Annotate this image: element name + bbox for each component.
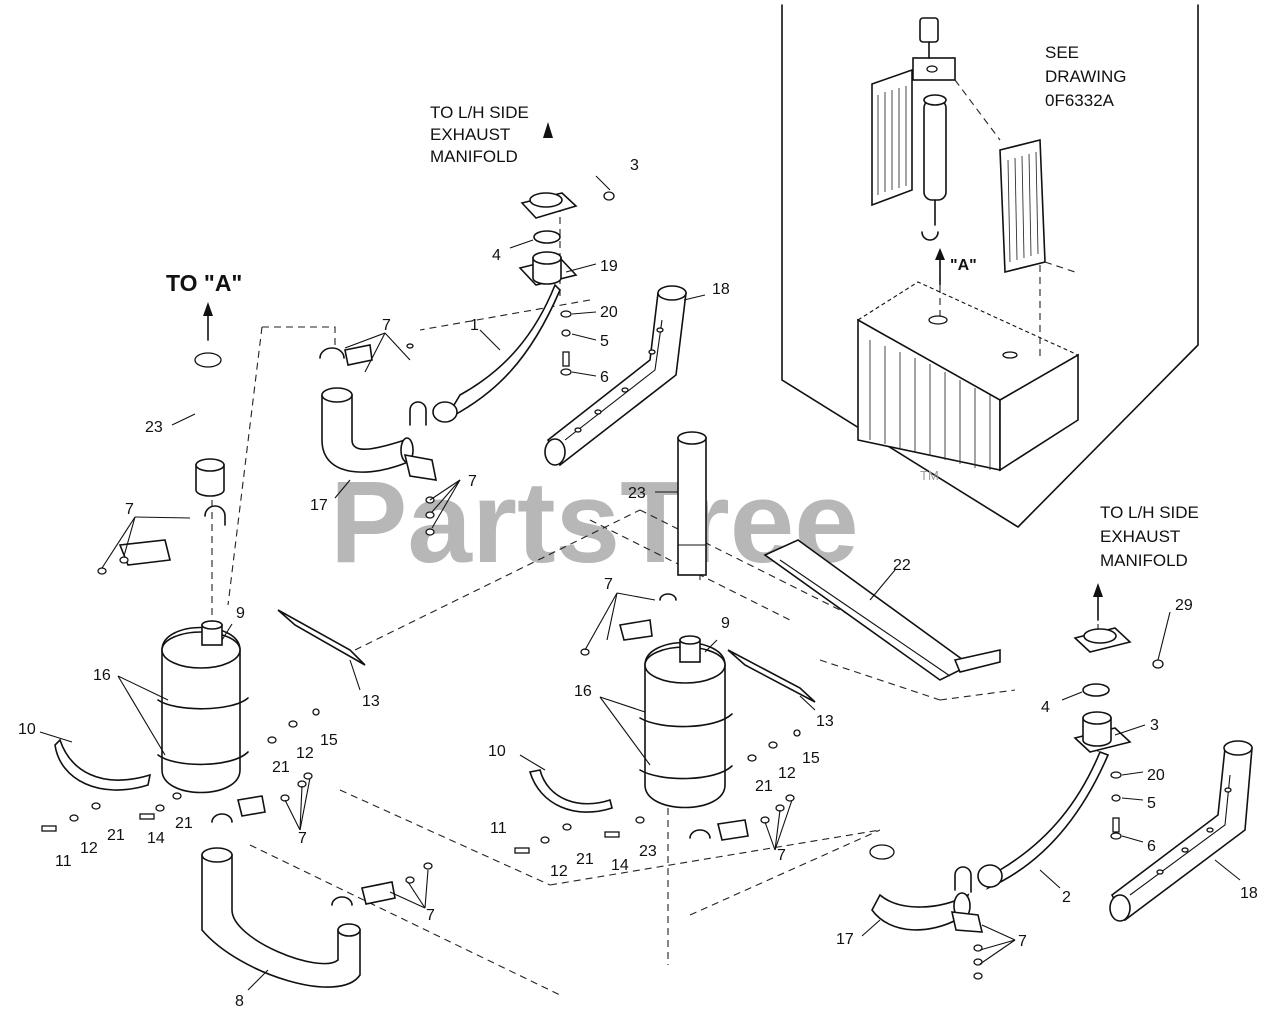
callout-16: 16 bbox=[574, 683, 592, 700]
to-lh-right-line3: MANIFOLD bbox=[1100, 551, 1188, 570]
callout-9: 9 bbox=[721, 615, 730, 632]
callout-7: 7 bbox=[468, 473, 477, 490]
callout-5: 5 bbox=[1147, 795, 1156, 812]
see-drawing-line1: SEE bbox=[1045, 43, 1079, 62]
callout-11: 11 bbox=[490, 820, 507, 837]
upper-elbow-assembly bbox=[432, 191, 615, 423]
callout-15: 15 bbox=[320, 732, 338, 749]
to-a-label: TO "A" bbox=[166, 270, 242, 296]
callout-10: 10 bbox=[18, 721, 36, 738]
see-drawing-line2: DRAWING bbox=[1045, 67, 1127, 86]
callout-7: 7 bbox=[426, 907, 435, 924]
callout-9: 9 bbox=[236, 605, 245, 622]
callout-7: 7 bbox=[298, 830, 307, 847]
callout-19: 19 bbox=[600, 258, 618, 275]
callout-3: 3 bbox=[1150, 717, 1159, 734]
callout-20: 20 bbox=[1147, 767, 1165, 784]
callout-21: 21 bbox=[107, 827, 125, 844]
callout-21: 21 bbox=[272, 759, 290, 776]
callout-21: 21 bbox=[175, 815, 193, 832]
callout-7: 7 bbox=[125, 501, 134, 518]
tail-pipe-lower bbox=[1109, 740, 1253, 922]
left-stack bbox=[97, 458, 226, 575]
callout-12: 12 bbox=[296, 745, 314, 762]
callout-2: 2 bbox=[1062, 889, 1071, 906]
lower-elbow-assembly bbox=[977, 627, 1164, 890]
callout-17: 17 bbox=[310, 497, 328, 514]
callout-13: 13 bbox=[362, 693, 380, 710]
callout-7: 7 bbox=[777, 847, 786, 864]
callout-12: 12 bbox=[550, 863, 568, 880]
bracket-22 bbox=[763, 539, 1001, 681]
callout-7: 7 bbox=[1018, 933, 1027, 950]
callout-23: 23 bbox=[628, 485, 646, 502]
callout-1: 1 bbox=[470, 317, 479, 334]
to-lh-top-line3: MANIFOLD bbox=[430, 147, 518, 166]
arrow-up-icon bbox=[1093, 583, 1103, 597]
inset-panel: SEE DRAWING 0F6332A "A" bbox=[781, 4, 1199, 528]
to-lh-right-line2: EXHAUST bbox=[1100, 527, 1180, 546]
callout-21: 21 bbox=[755, 778, 773, 795]
hardware-center bbox=[514, 729, 801, 854]
hardware-left bbox=[41, 708, 320, 832]
callout-20: 20 bbox=[600, 304, 618, 321]
pipe-17-upper bbox=[319, 343, 438, 536]
to-lh-top-line1: TO L/H SIDE bbox=[430, 103, 529, 122]
callout-29: 29 bbox=[1175, 597, 1193, 614]
inset-a-label: "A" bbox=[950, 257, 977, 274]
callout-23: 23 bbox=[639, 843, 657, 860]
left-muffler bbox=[54, 609, 366, 823]
callout-16: 16 bbox=[93, 667, 111, 684]
arrow-up-icon bbox=[543, 122, 553, 138]
callout-12: 12 bbox=[80, 840, 98, 857]
callout-22: 22 bbox=[893, 557, 911, 574]
callout-14: 14 bbox=[147, 830, 165, 847]
see-drawing-line3: 0F6332A bbox=[1045, 91, 1115, 110]
callouts: 3 4 19 20 5 6 1 18 7 23 17 7 7 23 22 9 1… bbox=[18, 157, 1258, 1010]
callout-11: 11 bbox=[55, 853, 72, 870]
callout-18: 18 bbox=[712, 281, 730, 298]
callout-23: 23 bbox=[145, 419, 163, 436]
tail-pipe-upper bbox=[544, 285, 687, 467]
callout-7: 7 bbox=[382, 317, 391, 334]
callout-13: 13 bbox=[816, 713, 834, 730]
callout-6: 6 bbox=[1147, 838, 1156, 855]
callout-5: 5 bbox=[600, 333, 609, 350]
callout-17: 17 bbox=[836, 931, 854, 948]
gasket-ring bbox=[194, 352, 222, 368]
tail-pipe-8 bbox=[201, 847, 433, 988]
pipe-17-lower bbox=[869, 844, 984, 980]
callout-4: 4 bbox=[492, 247, 501, 264]
center-stack bbox=[528, 431, 816, 841]
to-lh-right-line1: TO L/H SIDE bbox=[1100, 503, 1199, 522]
to-lh-top-line2: EXHAUST bbox=[430, 125, 510, 144]
callout-6: 6 bbox=[600, 369, 609, 386]
callout-15: 15 bbox=[802, 750, 820, 767]
callout-14: 14 bbox=[611, 857, 629, 874]
watermark-trademark: TM bbox=[920, 468, 939, 483]
callout-4: 4 bbox=[1041, 699, 1050, 716]
callout-12: 12 bbox=[778, 765, 796, 782]
callout-10: 10 bbox=[488, 743, 506, 760]
arrow-up-icon bbox=[203, 302, 213, 316]
leader-lines bbox=[39, 175, 1241, 991]
callout-21: 21 bbox=[576, 851, 594, 868]
callout-8: 8 bbox=[235, 993, 244, 1010]
callout-7: 7 bbox=[604, 576, 613, 593]
callout-3: 3 bbox=[630, 157, 639, 174]
callout-18: 18 bbox=[1240, 885, 1258, 902]
